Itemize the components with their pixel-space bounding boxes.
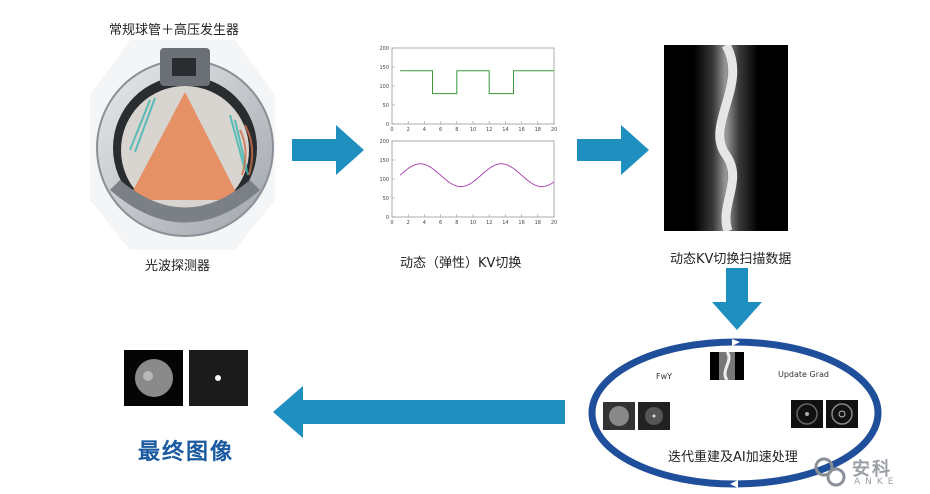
y-tick-label: 150 [379, 158, 389, 164]
x-tick-label: 0 [390, 220, 393, 226]
arrow-right-1 [292, 125, 364, 175]
chart-frame [391, 47, 555, 125]
ct-gantry-image [90, 40, 275, 250]
arrow-down [712, 268, 762, 330]
x-tick-label: 14 [502, 220, 508, 226]
logo-cn: 安科 [852, 459, 892, 480]
x-tick-label: 16 [518, 220, 524, 226]
kv-series-line [400, 70, 554, 95]
tube-generator-label: 常规球管＋高压发生器 [109, 23, 240, 38]
x-tick-label: 0 [390, 127, 393, 133]
scan-data-label: 动态KV切换扫描数据 [670, 252, 792, 267]
y-tick-label: 150 [379, 65, 389, 71]
kv-series-line [399, 163, 555, 188]
y-tick-label: 0 [386, 122, 389, 128]
sinogram-image [664, 45, 788, 231]
y-tick-label: 200 [379, 46, 389, 52]
x-tick-label: 2 [407, 127, 410, 133]
y-tick-label: 100 [379, 177, 389, 183]
fwy-label: FwY [656, 372, 673, 381]
kv-square-chart: 0 50 100 150 200 0 2 4 6 8 10 12 14 16 18 20 [372, 42, 562, 137]
x-tick-label: 16 [518, 127, 524, 133]
y-tick-label: 200 [379, 139, 389, 145]
x-tick-label: 10 [470, 220, 476, 226]
x-tick-label: 4 [423, 127, 426, 133]
iter-grad-thumb-2 [826, 400, 858, 428]
x-tick-label: 8 [455, 220, 458, 226]
iter-sinogram-thumb [710, 351, 744, 381]
x-tick-label: 14 [502, 127, 508, 133]
y-tick-label: 50 [383, 103, 389, 109]
iter-image-thumb-1 [603, 402, 635, 430]
kv-switching-label: 动态（弹性）KV切换 [400, 256, 522, 271]
x-tick-label: 6 [439, 127, 442, 133]
x-tick-label: 10 [470, 127, 476, 133]
final-image-2 [189, 350, 248, 406]
final-image-label: 最终图像 [138, 440, 235, 465]
x-tick-label: 18 [535, 220, 541, 226]
x-tick-label: 12 [486, 220, 492, 226]
x-tick-label: 6 [439, 220, 442, 226]
update-grad-label: Update Grad [778, 370, 829, 379]
chart-frame [391, 140, 555, 218]
x-tick-label: 12 [486, 127, 492, 133]
iter-grad-thumb-1 [791, 400, 823, 428]
kv-sine-chart: 0 50 100 150 200 0 2 4 6 8 10 12 14 16 18 20 [372, 135, 562, 230]
iter-image-thumb-2 [638, 402, 670, 430]
logo-en: ANKE [854, 477, 899, 487]
x-tick-label: 4 [423, 220, 426, 226]
x-tick-label: 18 [535, 127, 541, 133]
x-tick-label: 20 [551, 127, 557, 133]
iterative-label: 迭代重建及AI加速处理 [668, 450, 798, 465]
x-tick-label: 8 [455, 127, 458, 133]
y-tick-label: 50 [383, 196, 389, 202]
x-tick-label: 20 [551, 220, 557, 226]
arrow-left [273, 386, 565, 438]
y-tick-label: 100 [379, 84, 389, 90]
anke-logo: 安科 ANKE [812, 455, 922, 491]
y-tick-label: 0 [386, 215, 389, 221]
iterative-reconstruction-ring [585, 337, 885, 489]
detector-label: 光波探测器 [145, 259, 211, 274]
x-tick-label: 2 [407, 220, 410, 226]
final-image-1 [124, 350, 183, 406]
arrow-right-2 [577, 125, 649, 175]
